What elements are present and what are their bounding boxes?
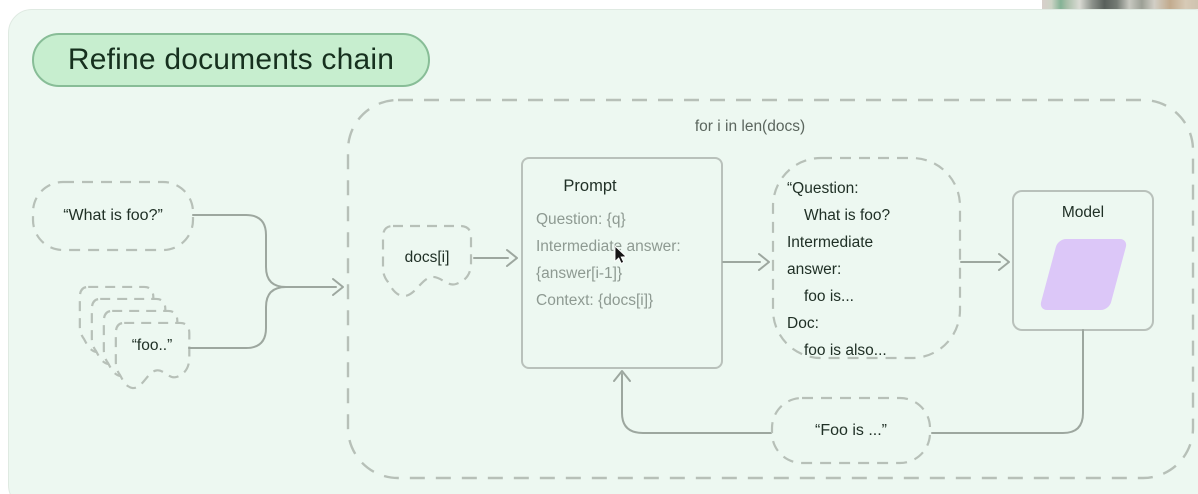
answer-line: Intermediate	[787, 234, 874, 251]
output-bubble	[770, 396, 932, 465]
docsi-to-prompt-arrow	[473, 249, 518, 267]
arrowhead-right	[998, 253, 1010, 271]
answer-line: “Question:	[787, 180, 859, 197]
prompt-box-body: Question: {q} Intermediate answer: {answ…	[536, 206, 718, 314]
background-photo-fragment	[1042, 0, 1198, 9]
model-box-title: Model	[1061, 204, 1105, 221]
arrowhead-right	[758, 253, 770, 271]
for-loop-label: for i in len(docs)	[694, 118, 806, 135]
input-merge-connector	[188, 214, 344, 349]
docs-stack-label: “foo..”	[131, 337, 173, 354]
arrowhead-up	[613, 370, 631, 382]
for-loop-container	[346, 98, 1195, 480]
input-question-bubble	[31, 180, 195, 252]
answer-line: foo is also...	[804, 342, 887, 359]
prompt-line: Question: {q}	[536, 211, 626, 228]
answer-line: answer:	[787, 261, 842, 278]
arrowhead-right	[332, 278, 344, 296]
title-badge-label: Refine documents chain	[67, 43, 395, 76]
answer-line: foo is...	[804, 288, 854, 305]
title-badge: Refine documents chain	[32, 33, 430, 87]
prompt-box-title: Prompt	[563, 177, 617, 195]
prompt-line: Context: {docs[i]}	[536, 292, 654, 309]
answer-to-model-arrow	[960, 253, 1010, 271]
answer-line: What is foo?	[804, 207, 891, 224]
arrowhead-right	[506, 249, 518, 267]
doc-item-label: docs[i]	[404, 249, 450, 266]
intermediate-answer-text: “Question: What is foo? Intermediate ans…	[787, 175, 955, 364]
prompt-line: {answer[i-1]}	[536, 265, 623, 282]
prompt-line: Intermediate answer:	[536, 238, 681, 255]
model-parallelogram-icon	[1040, 239, 1127, 310]
output-bubble-label: “Foo is ...”	[814, 421, 887, 439]
input-question-label: “What is foo?”	[63, 207, 163, 224]
prompt-to-answer-arrow	[722, 253, 770, 271]
answer-line: Doc:	[787, 315, 819, 332]
intermediate-answer-bubble	[771, 156, 962, 360]
feedback-loop-connector	[613, 329, 1084, 434]
